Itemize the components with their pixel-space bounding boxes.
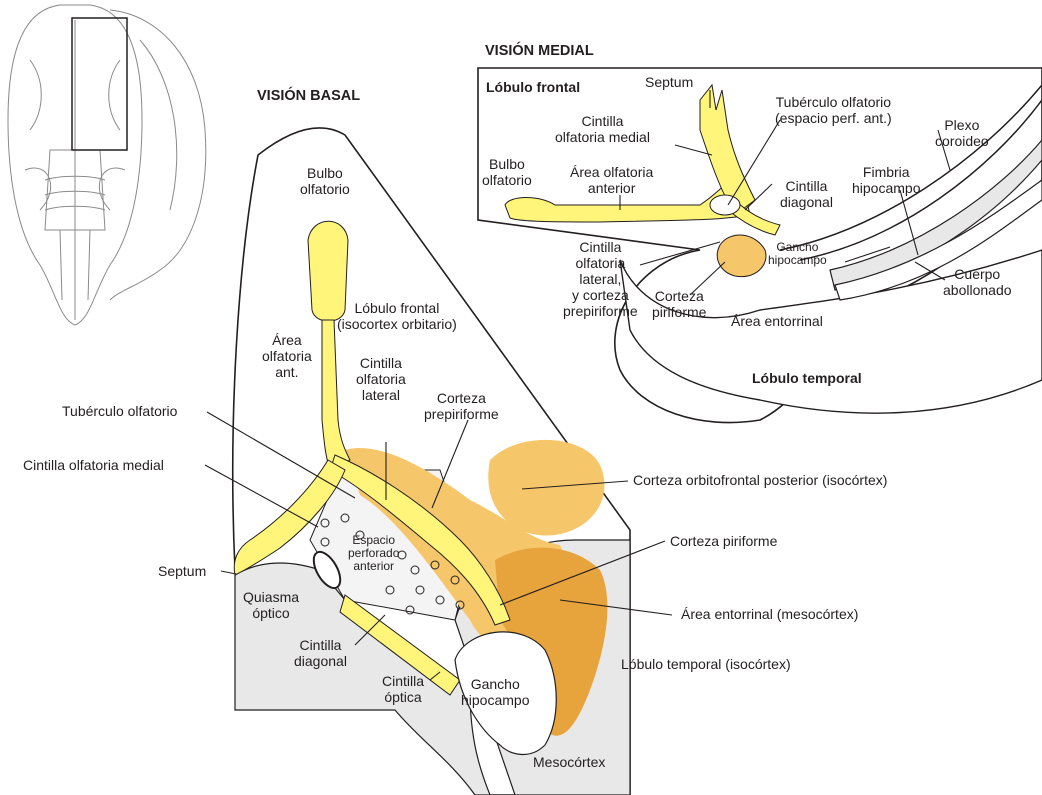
label-espacio-perforado: Espacio perforado anterior: [348, 534, 399, 573]
label-corteza-piriforme-basal: Corteza piriforme: [670, 533, 777, 549]
label-cintilla-olfatoria-lateral: Cintilla olfatoria lateral: [356, 355, 406, 403]
brain-thumbnail: [8, 5, 206, 325]
label-area-entorrinal-basal: Área entorrinal (mesocórtex): [681, 606, 858, 622]
label-septum-medial: Septum: [645, 74, 693, 90]
label-area-entorrinal-medial: Área entorrinal: [731, 313, 823, 329]
label-lobulo-temporal-medial: Lóbulo temporal: [752, 370, 862, 386]
label-area-olfatoria-anterior: Área olfatoria anterior: [570, 164, 653, 196]
label-corteza-orbitofrontal: Corteza orbitofrontal posterior (isocórt…: [633, 472, 887, 488]
label-corteza-piriforme-medial: Corteza piriforme: [652, 288, 706, 320]
basal-view-heading: VISIÓN BASAL: [257, 88, 360, 104]
label-cintilla-diagonal-basal: Cintilla diagonal: [294, 637, 347, 669]
label-mesocortex: Mesocórtex: [533, 754, 605, 770]
label-cintilla-medial-medial: Cintilla olfatoria medial: [555, 113, 650, 145]
label-bulbo-olfatorio: Bulbo olfatorio: [300, 165, 350, 197]
label-septum-basal: Septum: [158, 563, 206, 579]
label-lobulo-temporal-basal: Lóbulo temporal (isocórtex): [621, 656, 791, 672]
label-tuberculo-medial: Tubérculo olfatorio (espacio perf. ant.): [775, 94, 892, 126]
thumbnail-selection-box: [72, 18, 127, 150]
label-fimbria: Fimbria hipocampo: [852, 164, 921, 196]
label-cintilla-lateral-medial: Cintilla olfatoria lateral, y corteza pr…: [563, 239, 638, 319]
label-cuerpo-abollonado: Cuerpo abollonado: [943, 266, 1012, 298]
label-area-olfatoria-ant: Área olfatoria ant.: [262, 332, 312, 380]
label-quiasma-optico: Quiasma óptico: [243, 589, 299, 621]
label-lobulo-frontal-basal: Lóbulo frontal (isocortex orbitario): [337, 300, 457, 332]
label-lobulo-frontal-medial: Lóbulo frontal: [486, 79, 580, 95]
medial-view-heading: VISIÓN MEDIAL: [485, 43, 594, 59]
label-cintilla-diagonal-medial: Cintilla diagonal: [780, 178, 833, 210]
label-tuberculo-olfatorio: Tubérculo olfatorio: [62, 403, 177, 419]
label-plexo-coroideo: Plexo coroideo: [935, 117, 989, 149]
label-bulbo-medial: Bulbo olfatorio: [482, 156, 532, 188]
label-gancho-medial: Gancho hipocampo: [768, 241, 827, 267]
label-cintilla-olfatoria-medial: Cintilla olfatoria medial: [23, 457, 164, 473]
tubercle-medial: [710, 195, 740, 215]
label-cintilla-optica: Cintilla óptica: [382, 673, 424, 705]
label-corteza-prepiriforme: Corteza prepiriforme: [424, 390, 499, 422]
label-gancho-hipocampo-basal: Gancho hipocampo: [461, 676, 530, 708]
